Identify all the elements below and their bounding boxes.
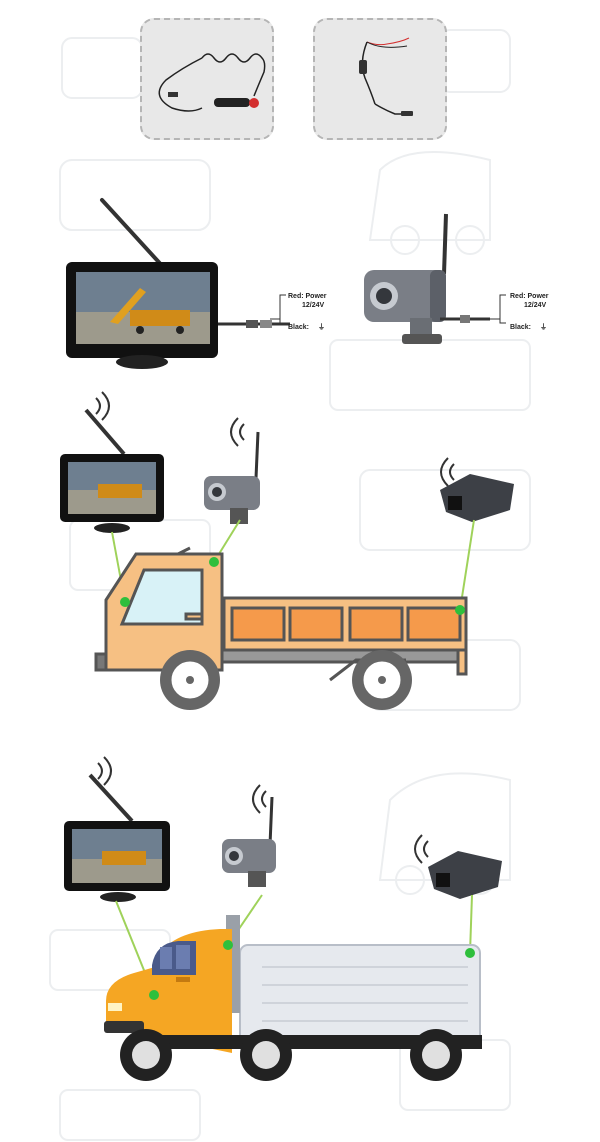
power-cable-icon [142,20,272,138]
monitor-red-wire-label: Red: Power [288,293,327,300]
monitor-wiring-diagram: Red: Power 12/24V Black: ⏚ [270,285,360,335]
camera-cable-card [313,18,447,140]
box-lorry-install-diagram [0,755,600,1095]
camera-black-wire-label: Black: [510,324,531,331]
camera-ground-symbol: ⏚ [540,323,547,331]
monitor-ground-symbol: ⏚ [318,323,325,331]
camera-red-wire-label: Red: Power [510,293,549,300]
monitor-black-wire-label: Black: [288,324,309,331]
camera-voltage-label: 12/24V [524,302,547,309]
camera-cable-icon [315,20,445,138]
flatbed-truck-install-diagram [0,380,600,720]
camera-wiring-diagram: Red: Power 12/24V Black: ⏚ [440,285,560,335]
wireless-monitor-icon [60,190,360,370]
power-cable-card [140,18,274,140]
monitor-voltage-label: 12/24V [302,302,325,309]
